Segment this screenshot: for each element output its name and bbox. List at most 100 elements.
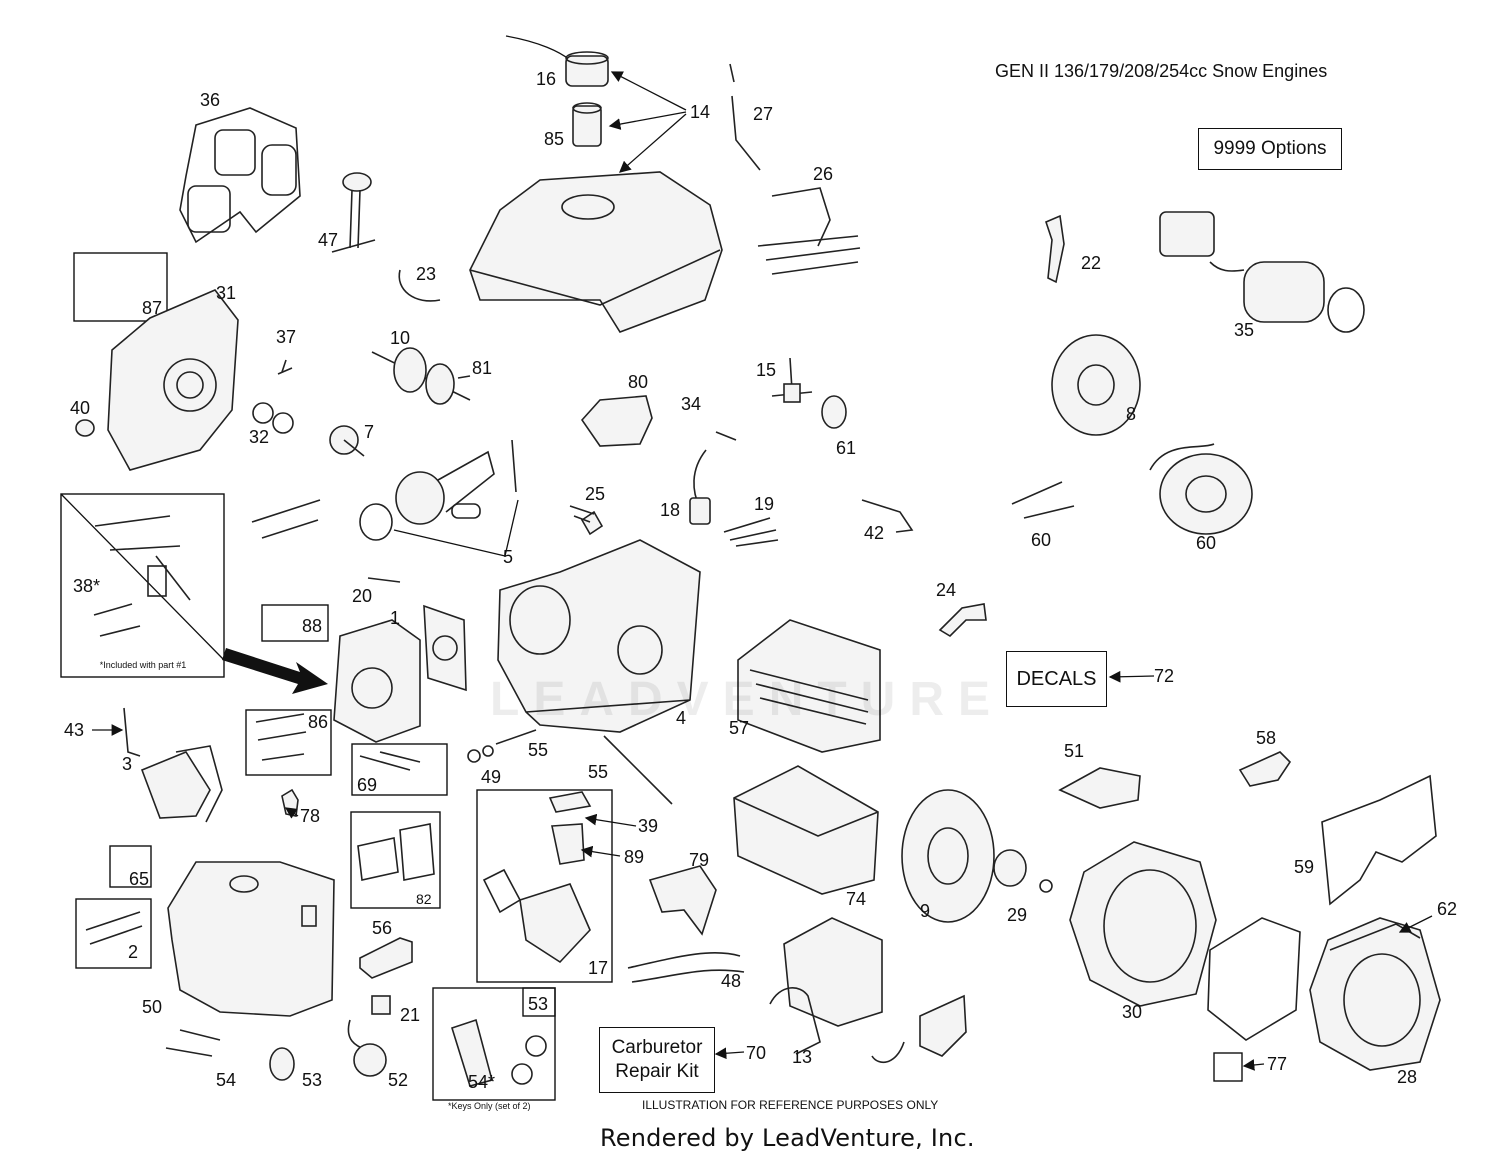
bracket-24-part[interactable]	[938, 603, 987, 638]
electric-starter-part[interactable]	[1159, 211, 1365, 333]
nut-washer-part[interactable]	[467, 745, 494, 763]
dipstick-part[interactable]	[331, 172, 376, 253]
gasket-kit-82-box[interactable]	[350, 811, 441, 909]
cover-plate-part[interactable]	[580, 395, 653, 447]
valve-kit-38-box[interactable]	[60, 493, 225, 678]
blower-housing-part[interactable]	[1069, 841, 1217, 1007]
callout-4: 4	[676, 708, 686, 728]
oil-drain-plug-part[interactable]	[75, 419, 95, 437]
ignition-switch-part[interactable]	[269, 1047, 295, 1081]
recoil-starter-part[interactable]	[1309, 917, 1441, 1071]
flywheel-part[interactable]	[901, 789, 995, 923]
watermark: LEADVENTURE	[490, 673, 1005, 726]
piston-assembly-part[interactable]	[359, 439, 517, 541]
choke-rod-part[interactable]	[729, 63, 761, 171]
callout-82: 82	[416, 891, 432, 907]
decals-label-box[interactable]: DECALS	[1006, 651, 1107, 707]
callout-70: 70	[746, 1043, 766, 1063]
ring-gear-flywheel-part[interactable]	[1051, 334, 1141, 436]
muffler-guard-part[interactable]	[737, 619, 881, 753]
engine-block-part[interactable]	[497, 539, 701, 733]
fuel-cap-part[interactable]	[505, 35, 609, 87]
charging-lead-part[interactable]	[1011, 481, 1075, 519]
breather-hose-part[interactable]	[398, 269, 441, 302]
callout-39: 39	[638, 816, 658, 836]
key-plate-2-box[interactable]	[75, 898, 152, 969]
key-switch-53-box[interactable]	[432, 987, 556, 1101]
valve-cover-part[interactable]	[140, 745, 223, 823]
cover-plate-51-part[interactable]	[1058, 767, 1141, 809]
valve-spring-part[interactable]	[251, 499, 321, 539]
bolt-kit-88-box[interactable]	[261, 604, 329, 642]
options-label-box[interactable]: 9999 Options	[1198, 128, 1342, 170]
bolt-kit-87-box[interactable]	[73, 252, 168, 322]
crankcase-cover-part[interactable]	[107, 289, 239, 471]
callout-65: 65	[129, 869, 149, 889]
callout-86: 86	[308, 712, 328, 732]
bracket-56-part[interactable]	[359, 937, 413, 979]
key-54-part[interactable]	[165, 1029, 221, 1057]
head-arrow	[222, 648, 328, 694]
governor-gear-part[interactable]	[580, 510, 604, 536]
footer-credit: Rendered by LeadVenture, Inc.	[600, 1124, 975, 1152]
blower-cover-plate-part[interactable]	[1207, 917, 1301, 1041]
carb-kit-line2: Repair Kit	[615, 1061, 699, 1082]
wire-harness-part[interactable]	[723, 517, 779, 547]
callout-49: 49	[481, 767, 501, 787]
bracket-part[interactable]	[861, 499, 914, 533]
callout-13: 13	[792, 1047, 812, 1067]
crankshaft-part[interactable]	[371, 347, 471, 405]
bracket-22-part[interactable]	[1045, 214, 1065, 284]
handle-bracket-58-part[interactable]	[1238, 751, 1292, 787]
callout-81: 81	[472, 358, 492, 378]
screw-77-box[interactable]	[1213, 1052, 1243, 1082]
bracket-79-part[interactable]	[648, 865, 717, 936]
callout-34: 34	[681, 394, 701, 414]
callout-47: 47	[318, 230, 338, 250]
screw-65-box[interactable]	[109, 845, 152, 888]
spark-plug-part[interactable]	[367, 577, 401, 583]
alternator-stator-part[interactable]	[1149, 443, 1253, 535]
ignition-coil-part[interactable]	[689, 449, 711, 525]
muffler-stud-part[interactable]	[603, 735, 673, 805]
fuel-tank-part[interactable]	[469, 171, 723, 333]
callout-55b: 55	[588, 762, 608, 782]
muffler-part[interactable]	[769, 917, 883, 1055]
fuel-valve-part[interactable]	[771, 357, 813, 403]
bracket-78-part[interactable]	[281, 788, 299, 817]
spark-arrestor-part[interactable]	[871, 994, 967, 1064]
breather-tube-part[interactable]	[123, 707, 141, 757]
callout-20: 20	[352, 586, 372, 606]
callout-51: 51	[1064, 741, 1084, 761]
callout-40: 40	[70, 398, 90, 418]
bolt-kit-86-box[interactable]	[245, 709, 332, 776]
stud-kit-69-box[interactable]	[351, 743, 448, 796]
governor-linkage-part[interactable]	[757, 187, 861, 275]
starter-cup-part[interactable]	[993, 849, 1053, 893]
muffler-cover-part[interactable]	[733, 765, 879, 895]
harness-48-part[interactable]	[627, 951, 745, 983]
cam-gear-part[interactable]	[329, 425, 365, 457]
fuel-strainer-part[interactable]	[572, 102, 602, 147]
key-part[interactable]	[457, 375, 471, 379]
carburetor-box[interactable]	[476, 789, 613, 983]
choke-knob-part[interactable]	[821, 395, 847, 429]
breather-plate-part[interactable]	[423, 604, 467, 692]
pin-part[interactable]	[569, 505, 595, 523]
spark-plug-wire-part[interactable]	[715, 431, 737, 441]
callout-16: 16	[536, 69, 556, 89]
gasket-set-part[interactable]	[179, 107, 301, 244]
engine-shroud-part[interactable]	[167, 861, 335, 1017]
primer-52-part[interactable]	[347, 1019, 387, 1077]
heat-shield-part[interactable]	[1321, 774, 1437, 906]
callout-78: 78	[300, 806, 320, 826]
carburetor-repair-kit-box[interactable]: Carburetor Repair Kit	[599, 1027, 715, 1093]
oil-sensor-part[interactable]	[277, 359, 293, 375]
callout-74: 74	[846, 889, 866, 909]
bearing-part[interactable]	[252, 402, 294, 434]
callout-31: 31	[216, 283, 236, 303]
stud-part[interactable]	[495, 729, 537, 745]
switch-21-part[interactable]	[371, 995, 391, 1015]
cylinder-head-part[interactable]	[333, 619, 421, 743]
callout-23: 23	[416, 264, 436, 284]
